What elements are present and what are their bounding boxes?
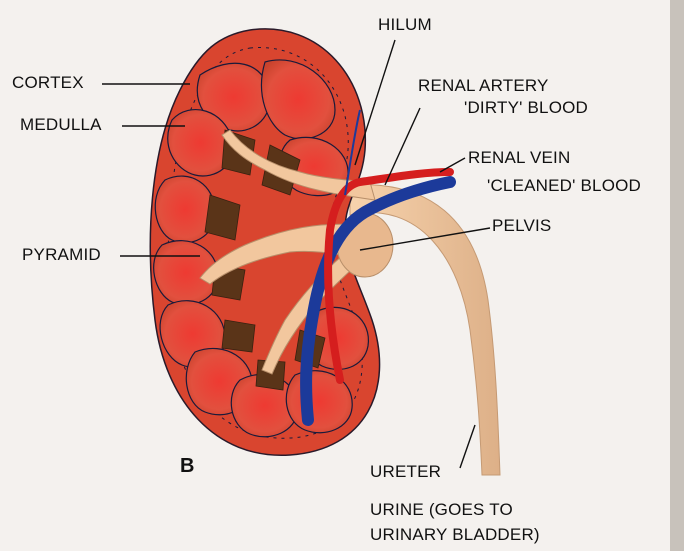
label-pelvis: PELVIS xyxy=(492,216,551,236)
label-pyramid: PYRAMID xyxy=(22,245,101,265)
label-renal-vein: RENAL VEIN xyxy=(468,148,570,168)
label-urine-line2: URINARY BLADDER) xyxy=(370,525,540,545)
label-cortex: CORTEX xyxy=(12,73,84,93)
label-medulla: MEDULLA xyxy=(20,115,102,135)
label-ureter: URETER xyxy=(370,462,441,482)
label-urine-line1: URINE (GOES TO xyxy=(370,500,513,520)
page-edge xyxy=(670,0,684,551)
panel-letter: B xyxy=(180,455,195,478)
label-hilum: HILUM xyxy=(378,15,432,35)
label-renal-artery: RENAL ARTERY xyxy=(418,76,549,96)
label-dirty-blood: 'DIRTY' BLOOD xyxy=(464,98,588,118)
label-cleaned-blood: 'CLEANED' BLOOD xyxy=(487,176,641,196)
